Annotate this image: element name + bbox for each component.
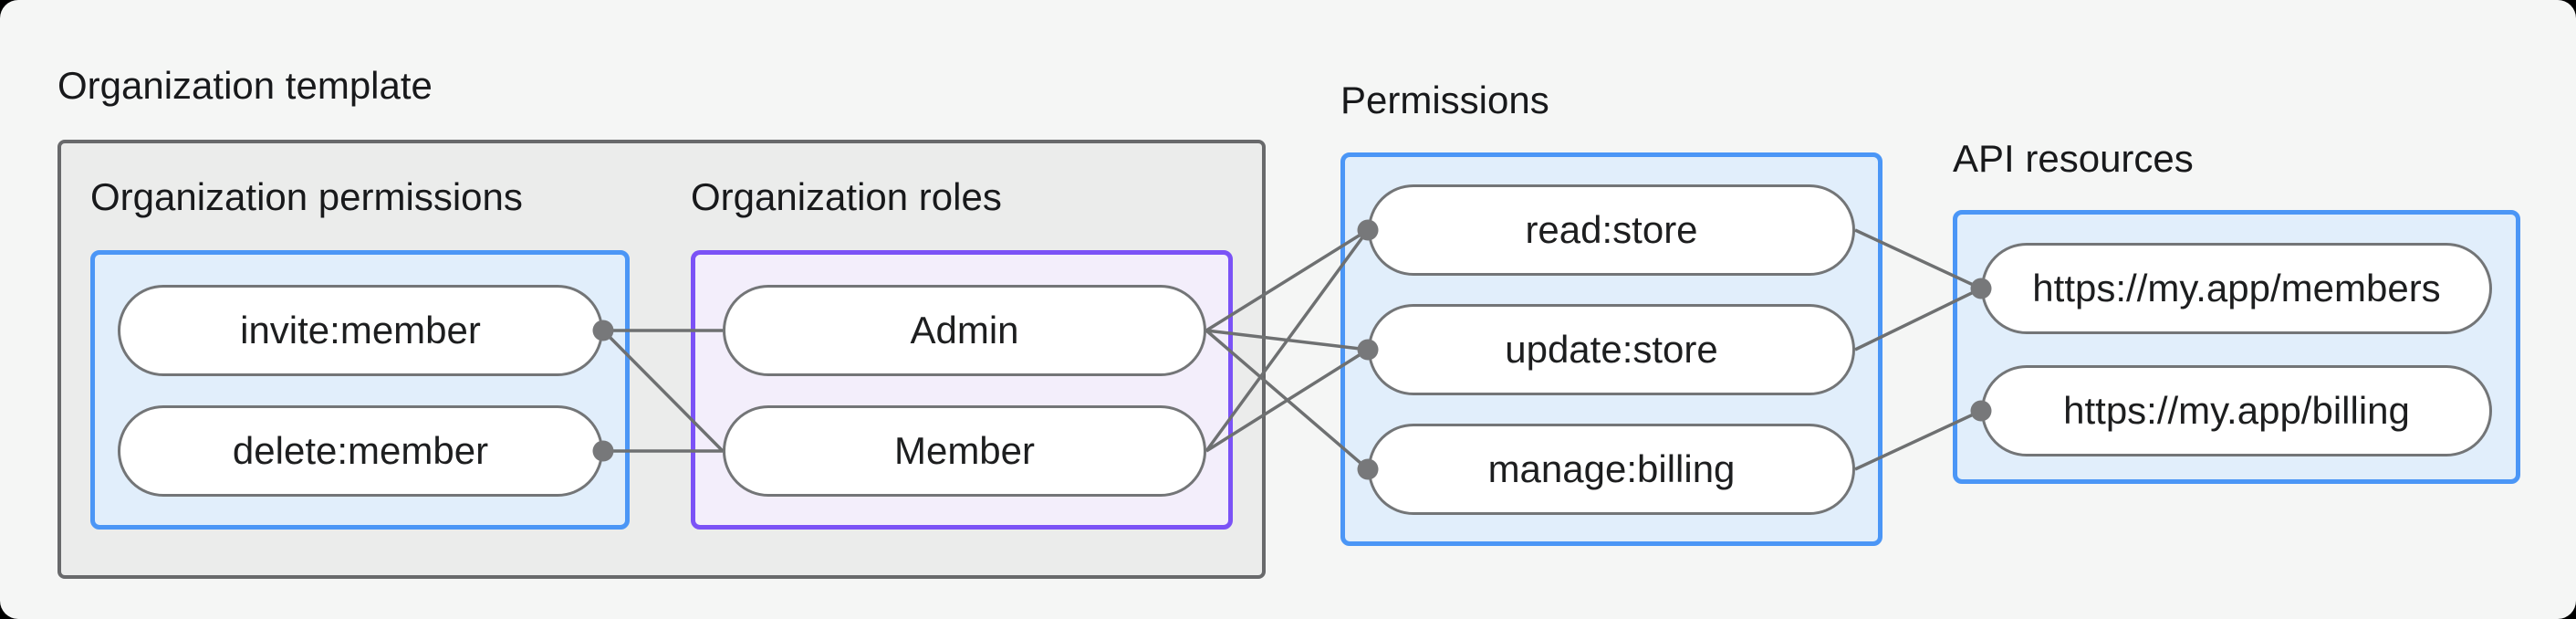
node-delete-member: delete:member (118, 405, 603, 497)
node-members-api-resource: https://my.app/members (1981, 243, 2492, 334)
organization-roles-label: Organization roles (691, 175, 1002, 218)
node-billing-api-resource: https://my.app/billing (1981, 365, 2492, 456)
node-update-store: update:store (1368, 304, 1855, 395)
permissions-label: Permissions (1340, 79, 1549, 121)
node-manage-billing: manage:billing (1368, 424, 1855, 515)
node-member-role: Member (723, 405, 1206, 497)
api-resources-label: API resources (1953, 137, 2194, 180)
organization-permissions-label: Organization permissions (90, 175, 523, 218)
organization-template-label: Organization template (57, 64, 433, 107)
node-invite-member: invite:member (118, 285, 603, 376)
node-read-store: read:store (1368, 184, 1855, 276)
node-admin-role: Admin (723, 285, 1206, 376)
